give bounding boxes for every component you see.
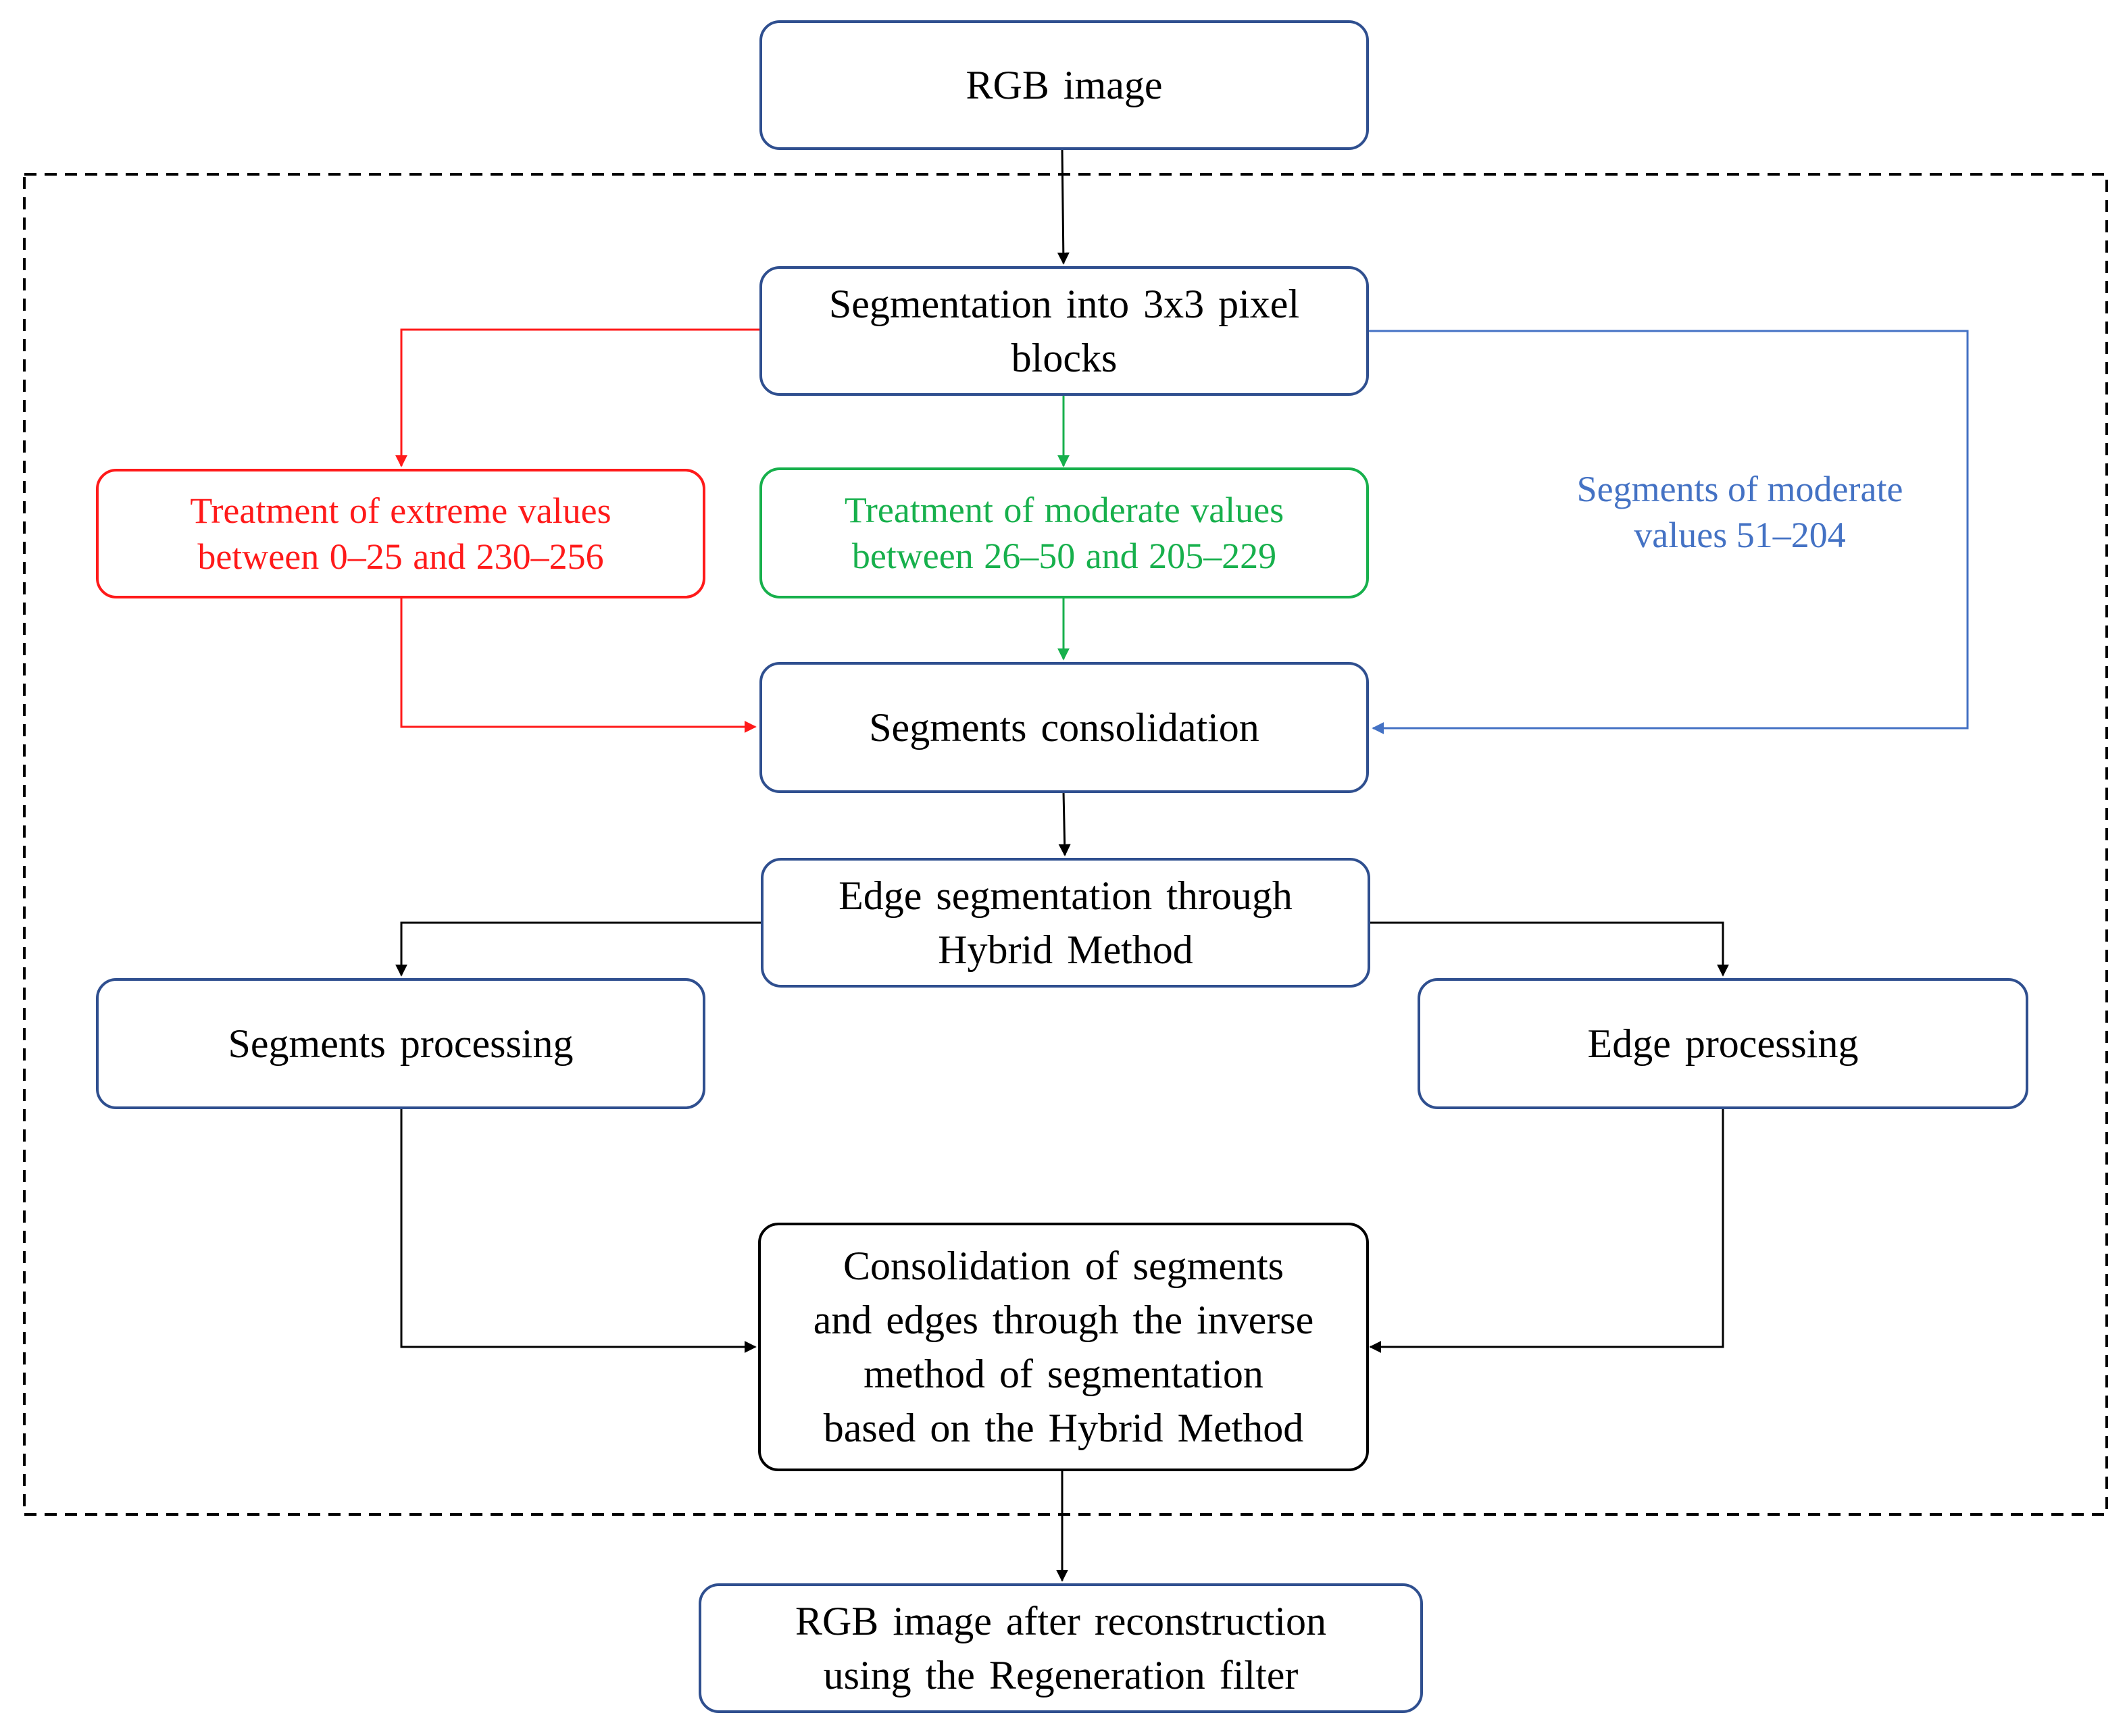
edge-processing-box: Edge processing [1418, 978, 2028, 1109]
rgb-image-input-box: RGB image [759, 20, 1369, 150]
segmentation-box: Segmentation into 3x3 pixel blocks [759, 266, 1369, 396]
rgb-image-output-box: RGB image after reconstruction using the… [699, 1583, 1423, 1713]
bypass-segments-line-1: Segments of moderate [1576, 469, 1903, 509]
segments-consolidation-box: Segments consolidation [759, 662, 1369, 793]
arrow-consolidation-to-edge-segmentation [1058, 791, 1071, 857]
segmentation-line-2: blocks [1011, 336, 1118, 380]
edge-segmentation-line-1: Edge segmentation through [839, 873, 1293, 918]
moderate-values-box: Treatment of moderate values between 26–… [759, 467, 1369, 598]
final-consolidation-line-3: method of segmentation [864, 1352, 1263, 1396]
rgb-image-output-line-2: using the Regeneration filter [823, 1653, 1299, 1697]
arrow-segments-processing-to-final-consolidation [400, 1109, 757, 1353]
bypass-segments-line-2: values 51–204 [1634, 515, 1846, 555]
arrow-edge-segmentation-to-segments-processing [395, 921, 761, 977]
arrow-segmentation-bypass-to-consolidation [1366, 330, 1969, 734]
moderate-values-line-2: between 26–50 and 205–229 [851, 536, 1277, 576]
moderate-values-line-1: Treatment of moderate values [844, 490, 1284, 530]
rgb-image-output-line-1: RGB image after reconstruction [795, 1599, 1327, 1643]
edge-processing-line-1: Edge processing [1587, 1021, 1859, 1066]
processing-region-dashed-frame [23, 173, 2108, 1516]
segments-processing-line-1: Segments processing [228, 1021, 574, 1066]
arrow-edge-segmentation-to-edge-processing [1369, 921, 1729, 977]
extreme-values-line-1: Treatment of extreme values [190, 490, 611, 531]
segmentation-line-1: Segmentation into 3x3 pixel [828, 282, 1300, 326]
final-consolidation-line-2: and edges through the inverse [813, 1298, 1314, 1342]
final-consolidation-line-1: Consolidation of segments [843, 1244, 1284, 1288]
arrow-segmentation-to-extreme [395, 328, 759, 467]
segments-processing-box: Segments processing [96, 978, 705, 1109]
arrow-extreme-to-consolidation [400, 596, 757, 733]
bypass-segments-label: Segments of moderate values 51–204 [1513, 466, 1966, 558]
final-consolidation-line-4: based on the Hybrid Method [823, 1406, 1304, 1450]
edge-segmentation-line-2: Hybrid Method [938, 927, 1193, 972]
extreme-values-line-2: between 0–25 and 230–256 [197, 536, 604, 577]
arrow-edge-processing-to-final-consolidation [1369, 1109, 1724, 1353]
arrow-input-to-segmentation [1057, 148, 1070, 265]
edge-segmentation-box: Edge segmentation through Hybrid Method [761, 858, 1370, 988]
segments-consolidation-line-1: Segments consolidation [869, 705, 1259, 750]
final-consolidation-box: Consolidation of segments and edges thro… [758, 1223, 1369, 1471]
extreme-values-box: Treatment of extreme values between 0–25… [96, 469, 705, 598]
rgb-image-input-line-1: RGB image [966, 63, 1163, 107]
